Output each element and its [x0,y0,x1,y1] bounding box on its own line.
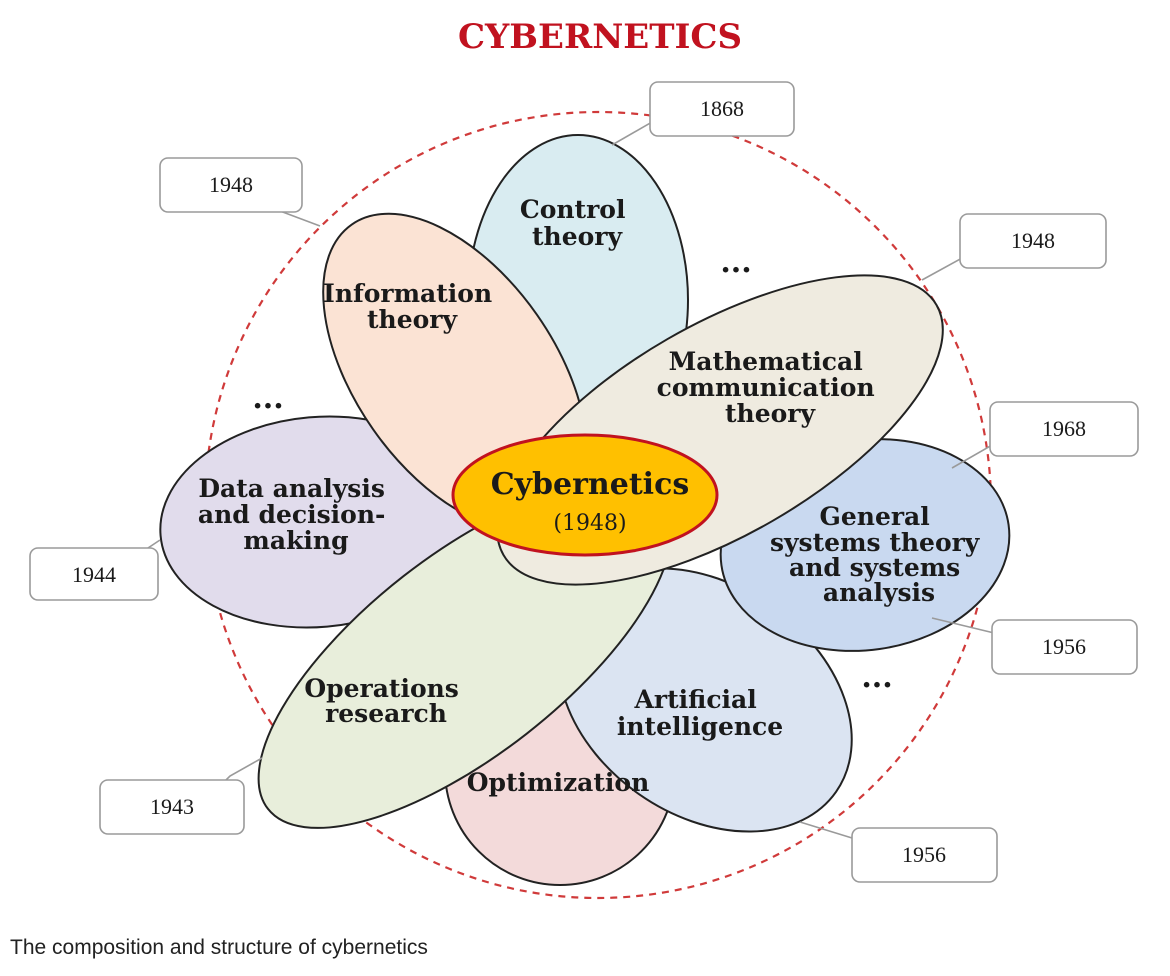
figure-caption: The composition and structure of cyberne… [10,936,428,959]
label-artificial-intelligence: Artificial intelligence [617,685,783,741]
svg-text:1968: 1968 [1042,416,1086,441]
svg-text:1948: 1948 [209,172,253,197]
callout-mathematical-communication-theory: 1948 [921,213,1107,281]
svg-text:1943: 1943 [150,794,194,819]
label-control-theory: Control theory [520,195,634,251]
label-optimization: Optimization [467,768,650,797]
svg-text:1956: 1956 [1042,634,1086,659]
label-data-analysis: Data analysis and decision- making [198,474,394,555]
center-label: Cybernetics [491,467,690,502]
center-cybernetics-ellipse [451,433,719,557]
callout-information-theory: 1948 [159,157,321,227]
label-information-theory: Information theory [323,279,501,334]
center-year: (1948) [553,511,626,536]
ellipsis-bottom-right: ... [861,660,892,695]
svg-text:1948: 1948 [1011,228,1055,253]
ellipsis-left: ... [252,381,283,416]
callout-operations-research: 1943 [99,757,263,835]
ellipsis-top-right: ... [720,245,751,280]
callout-artificial-intelligence-bottom: 1956 [799,821,998,883]
label-operations-research: Operations research [304,674,467,728]
label-mathematical-communication-theory: Mathematical communication theory [657,347,884,428]
callout-general-systems: 1968 [951,401,1139,469]
callout-artificial-intelligence-right: 1956 [931,617,1138,675]
label-general-systems: General systems theory and systems analy… [770,502,988,607]
callout-control-theory: 1868 [611,81,795,146]
diagram-title: CYBERNETICS [458,17,742,57]
svg-text:1944: 1944 [72,562,116,587]
svg-text:1868: 1868 [700,96,744,121]
callout-data-analysis: 1944 [29,539,161,601]
svg-text:1956: 1956 [902,842,946,867]
